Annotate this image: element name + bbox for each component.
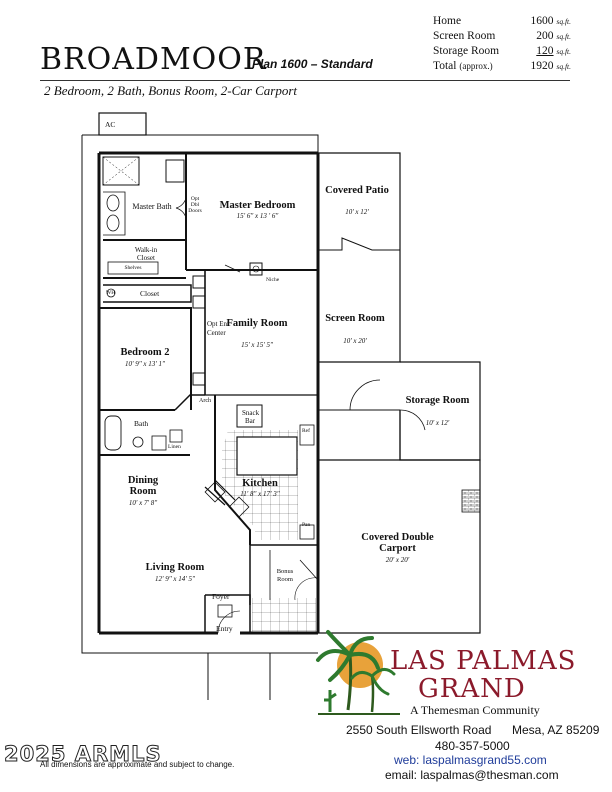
ac-label: AC	[105, 120, 116, 129]
area-unit: sq.ft.	[556, 47, 571, 56]
area-value: 1920	[530, 60, 554, 72]
area-qualifier: (approx.)	[459, 61, 493, 71]
plan-title: BROADMOOR	[40, 42, 267, 77]
dim-screen-room: 10' x 20'	[343, 337, 367, 345]
room-living-room: Living Room	[145, 562, 205, 573]
room-screen-room: Screen Room	[325, 313, 385, 324]
brand-line-2: GRAND	[418, 674, 526, 704]
header-divider	[40, 80, 570, 81]
label-linen: Linen	[168, 444, 181, 450]
dim-master-bedroom: 15' 6" x 13 ' 6"	[236, 212, 279, 220]
label-entry: Entry	[216, 624, 233, 633]
label-ref: Ref	[302, 428, 310, 434]
room-bedroom-2: Bedroom 2	[120, 347, 170, 358]
label-walkin-closet: Walk-in Closet	[134, 246, 158, 262]
label-shelves: Shelves	[124, 265, 142, 271]
dim-living-room: 12' 9" x 14' 5"	[155, 575, 195, 583]
brand-address: 2550 South Ellsworth Road	[346, 723, 492, 737]
logo-palm-icon	[316, 630, 400, 715]
mls-watermark: 2025 ARMLS	[4, 742, 162, 767]
brand-web-link[interactable]: web: laspalmasgrand55.com	[394, 753, 547, 767]
brand-phone: 480-357-5000	[435, 739, 510, 753]
room-family-room: Family Room	[226, 318, 288, 329]
room-covered-carport: Covered Double Carport	[361, 532, 434, 554]
area-unit: sq.ft.	[556, 62, 571, 71]
area-row-home: Home 1600 sq.ft.	[433, 14, 571, 29]
area-label: Home	[433, 15, 462, 27]
dim-dining-room: 10' x 7' 8"	[128, 499, 158, 507]
area-label: Screen Room	[433, 30, 496, 42]
area-value: 200	[536, 30, 554, 42]
label-opt-dbl-doors: Opt Dbl Doors	[188, 196, 202, 214]
dim-family-room: 15' x 15' 5"	[241, 341, 273, 349]
label-opt-ent-center: Opt Ent Center	[207, 320, 229, 337]
disclaimer: All dimensions are approximate and subje…	[40, 760, 235, 769]
label-wh: WH	[106, 290, 116, 296]
room-dining-room: Dining Room	[127, 475, 159, 497]
dim-bedroom-2: 10' 9" x 13' 1"	[125, 360, 165, 368]
plan-subtitle: 2 Bedroom, 2 Bath, Bonus Room, 2-Car Car…	[44, 83, 298, 98]
area-unit: sq.ft.	[556, 32, 571, 41]
area-table: Home 1600 sq.ft. Screen Room 200 sq.ft. …	[433, 14, 571, 74]
brand-line-1: LAS PALMAS	[390, 646, 577, 676]
plan-number: Plan 1600 – Standard	[252, 57, 373, 71]
label-foyer: Foyer	[212, 592, 230, 601]
area-label: Total	[433, 60, 457, 72]
room-master-bedroom: Master Bedroom	[219, 200, 296, 211]
label-pan: Pan	[302, 522, 311, 528]
label-bath: Bath	[134, 419, 149, 428]
label-bonus-room: Bonus Room	[276, 568, 294, 583]
area-value: 120	[536, 45, 554, 57]
area-row-total: Total (approx.) 1920 sq.ft.	[433, 59, 571, 74]
room-kitchen: Kitchen	[242, 478, 278, 489]
area-unit: sq.ft.	[556, 17, 571, 26]
dim-storage-room: 10' x 12'	[425, 419, 450, 427]
label-snack-bar: Snack Bar	[242, 409, 260, 425]
dim-covered-carport: 20' x 20'	[385, 556, 410, 564]
area-label: Storage Room	[433, 45, 500, 57]
brand-city: Mesa, AZ 85209	[512, 723, 600, 737]
dim-kitchen: 11' 8" x 17' 3"	[240, 490, 280, 498]
room-master-bath: Master Bath	[132, 202, 172, 211]
brand-email[interactable]: email: laspalmas@thesman.com	[385, 768, 559, 782]
label-niche: Niche	[266, 277, 280, 283]
area-value: 1600	[530, 15, 554, 27]
brand-tagline: A Themesman Community	[410, 703, 540, 717]
area-row-screen-room: Screen Room 200 sq.ft.	[433, 29, 571, 44]
room-storage-room: Storage Room	[405, 395, 470, 406]
dim-covered-patio: 10' x 12'	[345, 208, 369, 216]
label-arch: Arch	[199, 398, 211, 404]
label-closet: Closet	[140, 289, 160, 298]
room-covered-patio: Covered Patio	[325, 185, 389, 196]
area-row-storage-room: Storage Room 120 sq.ft.	[433, 44, 571, 59]
